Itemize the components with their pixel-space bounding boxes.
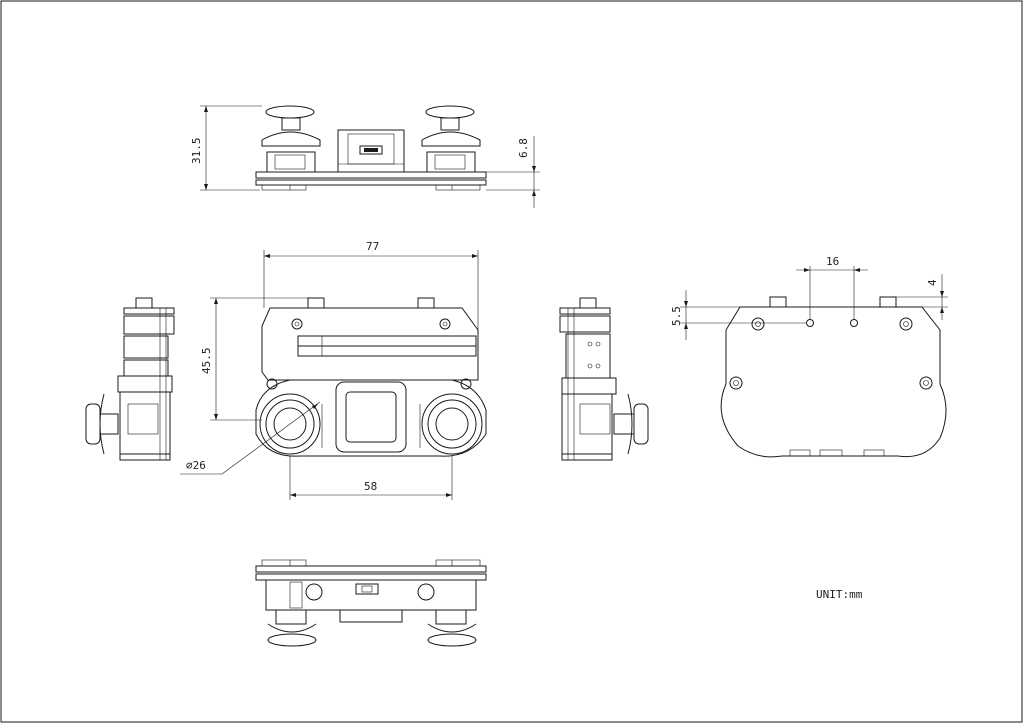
dimension-width-overall: 77 bbox=[263, 240, 479, 330]
right-side-view bbox=[559, 297, 649, 461]
left-side-view bbox=[85, 297, 175, 461]
dimension-joystick-diameter: ⌀26 bbox=[180, 401, 321, 475]
dimension-label-5-5: 5.5 bbox=[670, 306, 683, 326]
front-view bbox=[255, 297, 487, 457]
dimension-offset-small: 4 bbox=[896, 274, 948, 320]
dimension-label-6-8: 6.8 bbox=[517, 138, 530, 158]
rear-view bbox=[720, 296, 947, 458]
top-side-view bbox=[255, 105, 487, 191]
dimension-offset-vertical: 5.5 bbox=[670, 290, 806, 340]
dimension-label-31-5: 31.5 bbox=[190, 138, 203, 165]
bottom-view bbox=[255, 559, 487, 647]
dimension-hole-spacing: 16 bbox=[796, 255, 868, 320]
dimension-joystick-spacing: 58 bbox=[289, 456, 453, 500]
dimension-height-right: 6.8 bbox=[486, 136, 540, 208]
dimension-label-77: 77 bbox=[366, 240, 379, 253]
dimension-height-top: 31.5 bbox=[190, 105, 262, 191]
dimension-height-front: 45.5 bbox=[200, 297, 308, 421]
dimension-label-58: 58 bbox=[364, 480, 377, 493]
dimension-label-16: 16 bbox=[826, 255, 839, 268]
dimension-label-4: 4 bbox=[926, 279, 939, 286]
unit-label: UNIT:mm bbox=[816, 588, 863, 601]
dimension-label-45-5: 45.5 bbox=[200, 348, 213, 375]
dimension-label-diameter-26: ⌀26 bbox=[186, 459, 206, 472]
